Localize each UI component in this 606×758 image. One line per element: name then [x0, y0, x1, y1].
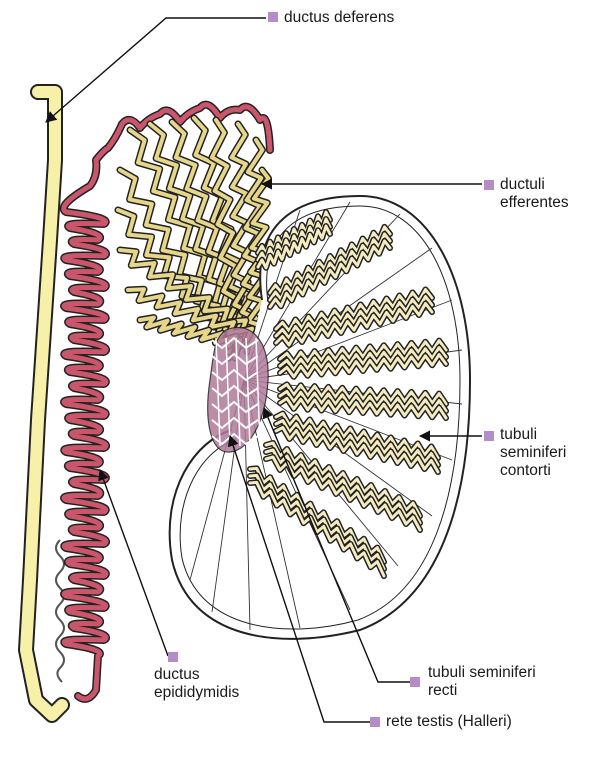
label-marker	[484, 180, 494, 190]
label-tubuli-seminiferi-recti: tubuli seminiferi recti	[428, 664, 536, 700]
label-marker	[410, 677, 420, 687]
label-ductuli-efferentes: ductuli efferentes	[500, 176, 569, 212]
rete-testis-drawing	[208, 327, 268, 452]
label-tubuli-seminiferi-contorti: tubuli seminiferi contorti	[500, 426, 566, 480]
label-text: seminiferi	[500, 444, 566, 462]
label-text: epididymidis	[154, 684, 239, 702]
label-marker	[484, 431, 494, 441]
label-text: tubuli seminiferi	[428, 664, 536, 682]
label-marker	[268, 12, 278, 22]
ductuli-efferentes-drawing	[118, 118, 268, 358]
label-text: recti	[428, 682, 536, 700]
label-text: ductus	[154, 666, 239, 684]
ductus-deferens-drawing	[26, 92, 64, 715]
label-marker	[168, 652, 178, 662]
label-text: ductus deferens	[284, 9, 394, 27]
label-text: contorti	[500, 462, 566, 480]
arrow-ductus-epididymidis	[100, 470, 168, 656]
label-text: efferentes	[500, 194, 569, 212]
label-text: ductuli	[500, 176, 569, 194]
label-ductus-deferens: ductus deferens	[284, 9, 394, 27]
label-text: rete testis (Halleri)	[386, 713, 512, 731]
label-rete-testis: rete testis (Halleri)	[386, 713, 512, 731]
label-ductus-epididymidis: ductus epididymidis	[154, 666, 239, 702]
label-text: tubuli	[500, 426, 566, 444]
label-marker	[370, 717, 380, 727]
